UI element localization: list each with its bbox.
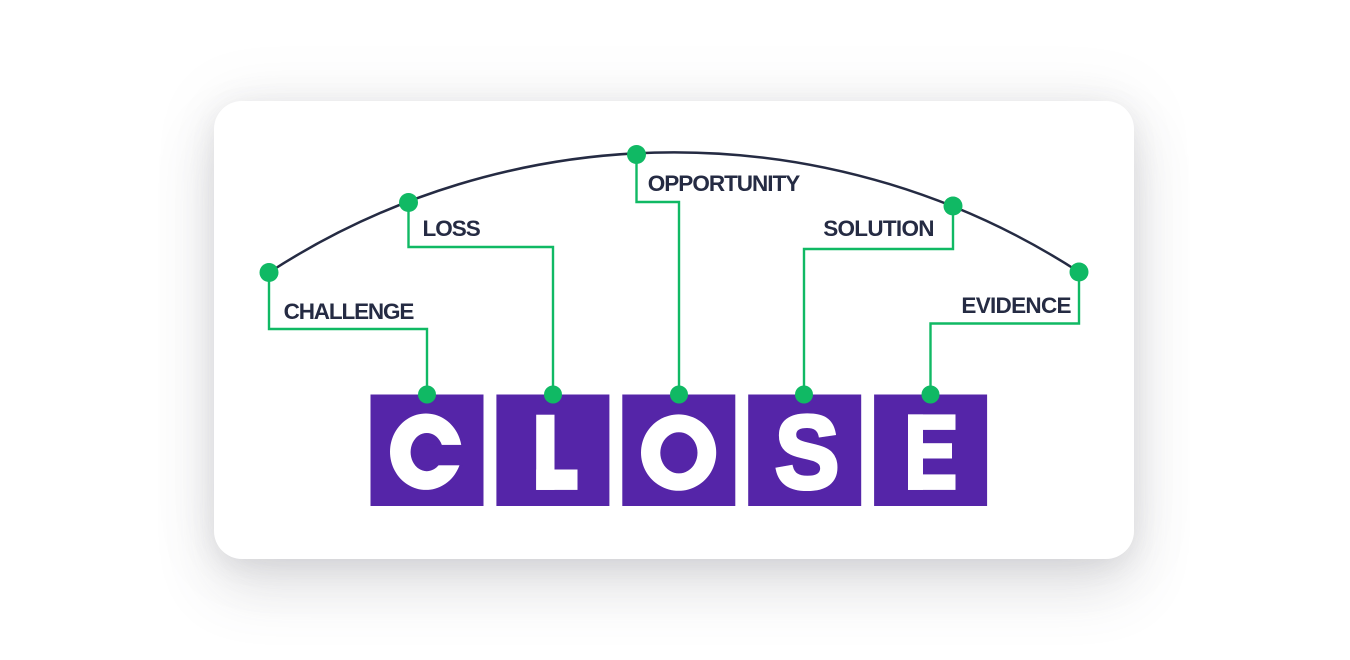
svg-text:S: S [775,395,840,511]
